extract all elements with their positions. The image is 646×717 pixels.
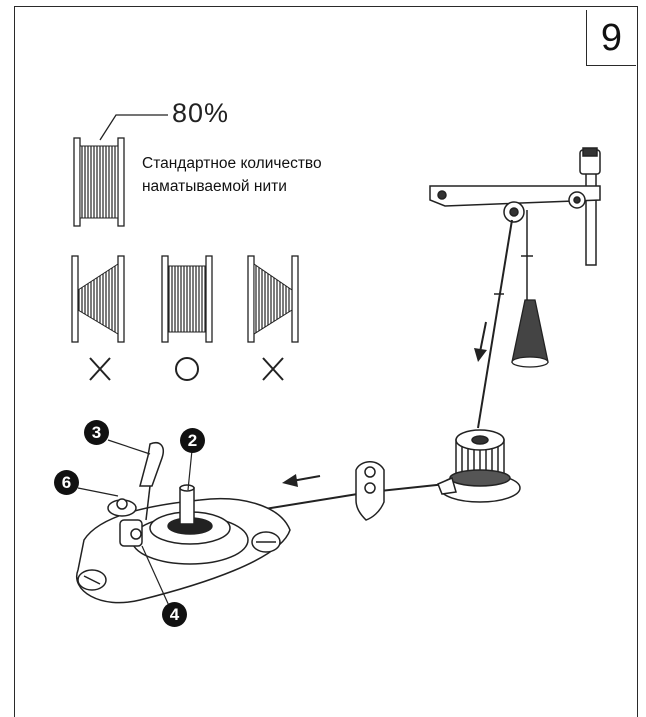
marker-2: 2	[180, 428, 205, 453]
marker-3: 3	[84, 420, 109, 445]
standard-amount-caption: Стандартное количество наматываемой нити	[142, 152, 322, 198]
down-arrow-icon	[474, 321, 487, 362]
marker-6: 6	[54, 470, 79, 495]
bobbin-wrong-right	[247, 255, 299, 343]
cross-mark-left	[89, 357, 111, 381]
thread-cone	[511, 255, 549, 368]
cross-mark-right	[262, 357, 284, 381]
circle-mark-correct	[175, 357, 199, 381]
left-arrow-icon	[282, 474, 321, 487]
caption-line-1: Стандартное количество	[142, 155, 322, 172]
figure-number-box: 9	[586, 10, 636, 66]
bobbin-wrong-left	[71, 255, 125, 343]
thread-tension-unit	[437, 429, 521, 503]
marker-4: 4	[162, 602, 187, 627]
thread-stand	[429, 147, 601, 300]
bobbin-winder-assembly	[75, 442, 291, 604]
caption-line-2: наматываемой нити	[142, 178, 287, 195]
figure-frame	[14, 6, 638, 717]
winding-percent-label: 80%	[172, 98, 230, 128]
percent-leader-line	[99, 114, 168, 141]
reference-bobbin	[73, 114, 168, 227]
bobbin-correct	[161, 255, 213, 343]
thread-guide	[355, 461, 385, 521]
marker-leader-lines	[77, 439, 193, 609]
